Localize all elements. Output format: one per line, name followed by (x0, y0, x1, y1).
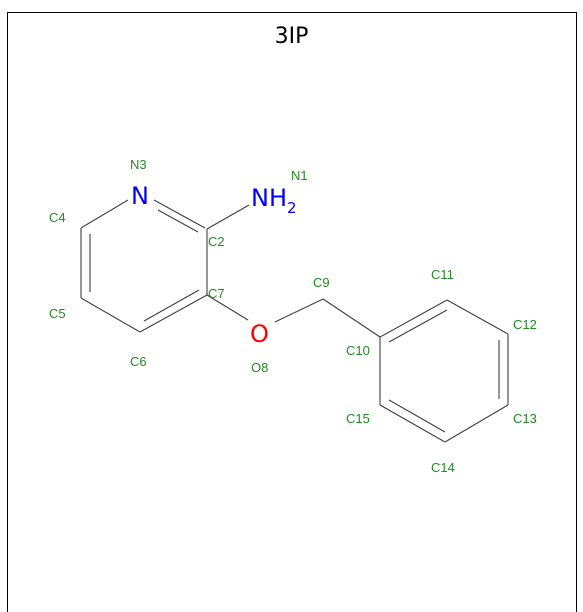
label-c12: C12 (513, 317, 537, 332)
label-c9: C9 (313, 275, 330, 290)
molecule-title: 3IP (274, 24, 309, 49)
bond-c10-c11-double (388, 309, 448, 343)
bond-c6-c5 (80, 297, 141, 333)
atom-n1-subscript: 2 (287, 199, 297, 217)
bond-c14-c15 (379, 404, 446, 443)
bond-c7-c6-double (143, 289, 200, 322)
bond-c9-c10 (322, 298, 381, 338)
label-o8: O8 (251, 360, 268, 375)
label-c10: C10 (346, 343, 370, 358)
bond-c13-c14 (444, 404, 509, 443)
atom-o8-symbol: O (250, 320, 269, 348)
label-c15: C15 (346, 411, 370, 426)
label-c4: C4 (49, 210, 66, 225)
bond-c14-c15-double (388, 399, 446, 433)
label-c11: C11 (431, 267, 454, 282)
bond-c4-n3 (80, 199, 129, 229)
bond-o8-c9 (274, 298, 324, 323)
label-c7: C7 (208, 286, 225, 301)
atom-n3-symbol: N (131, 182, 149, 210)
bond-n3-c2 (153, 199, 206, 229)
label-c13: C13 (513, 411, 537, 426)
bond-c7-o8 (206, 294, 249, 321)
label-n3: N3 (130, 157, 147, 172)
label-c5: C5 (49, 306, 66, 321)
bond-c11-c12 (446, 299, 509, 335)
label-c2: C2 (208, 234, 225, 249)
bond-c7-c6 (139, 294, 208, 333)
label-c14: C14 (431, 460, 455, 475)
bond-c2-n1 (206, 204, 250, 230)
label-c6: C6 (130, 354, 147, 369)
bond-n3-c2-double (157, 209, 199, 233)
label-n1: N1 (291, 168, 308, 183)
diagram-frame (7, 12, 577, 612)
molecule-diagram: N NH 2 O N3 N1 C4 C2 C7 C5 C6 O8 C9 C10 … (49, 157, 537, 475)
atom-n1-symbol: NH (251, 184, 287, 212)
bond-c10-c11 (379, 299, 448, 338)
